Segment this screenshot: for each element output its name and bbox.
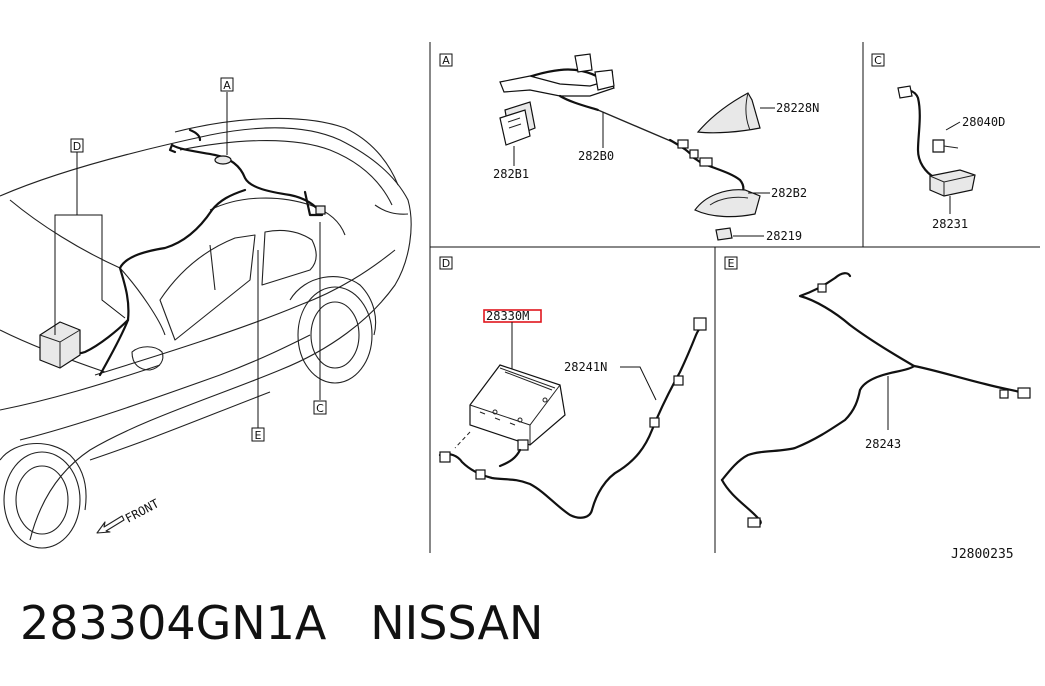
panel-a: A 282B1 282B0 28228N 282B2 — [439, 53, 819, 243]
callout-d: D — [70, 138, 84, 153]
part-28243-label: 28243 — [865, 437, 901, 451]
part-282b0-label: 282B0 — [578, 149, 614, 163]
callout-c: C — [313, 400, 327, 415]
part-28040d-label: 28040D — [962, 115, 1005, 129]
drawing-code: J2800235 — [951, 547, 1014, 562]
part-28330m-label: 28330M — [486, 309, 529, 323]
panel-d: D 28330M 28241N — [438, 256, 707, 519]
panel-a-letter: A — [442, 54, 450, 67]
panel-c-letter: C — [874, 54, 882, 67]
svg-text:A: A — [223, 79, 231, 92]
part-28241n-label: 28241N — [564, 360, 607, 374]
part-28228n-label: 28228N — [776, 101, 819, 115]
part-28219-label: 28219 — [766, 229, 802, 243]
panel-d-letter: D — [442, 257, 450, 270]
callout-a: A — [220, 77, 234, 92]
part-282b2-label: 282B2 — [771, 186, 807, 200]
part-number-caption: 283304GN1A NISSAN — [20, 596, 544, 650]
panel-e: E 28243 — [720, 256, 1031, 528]
part-28231-label: 28231 — [932, 217, 968, 231]
callout-e: E — [251, 427, 265, 442]
front-arrow: FRONT — [96, 496, 161, 534]
svg-text:D: D — [73, 140, 81, 153]
panel-e-letter: E — [728, 257, 735, 270]
panel-frame — [429, 42, 1040, 553]
panel-c: C 28040D 28231 — [871, 53, 1005, 231]
svg-text:E: E — [255, 429, 262, 442]
front-label: FRONT — [123, 496, 161, 525]
car-overview: A D C E FRONT — [0, 77, 412, 549]
svg-text:C: C — [316, 402, 324, 415]
part-282b1-label: 282B1 — [493, 167, 529, 181]
